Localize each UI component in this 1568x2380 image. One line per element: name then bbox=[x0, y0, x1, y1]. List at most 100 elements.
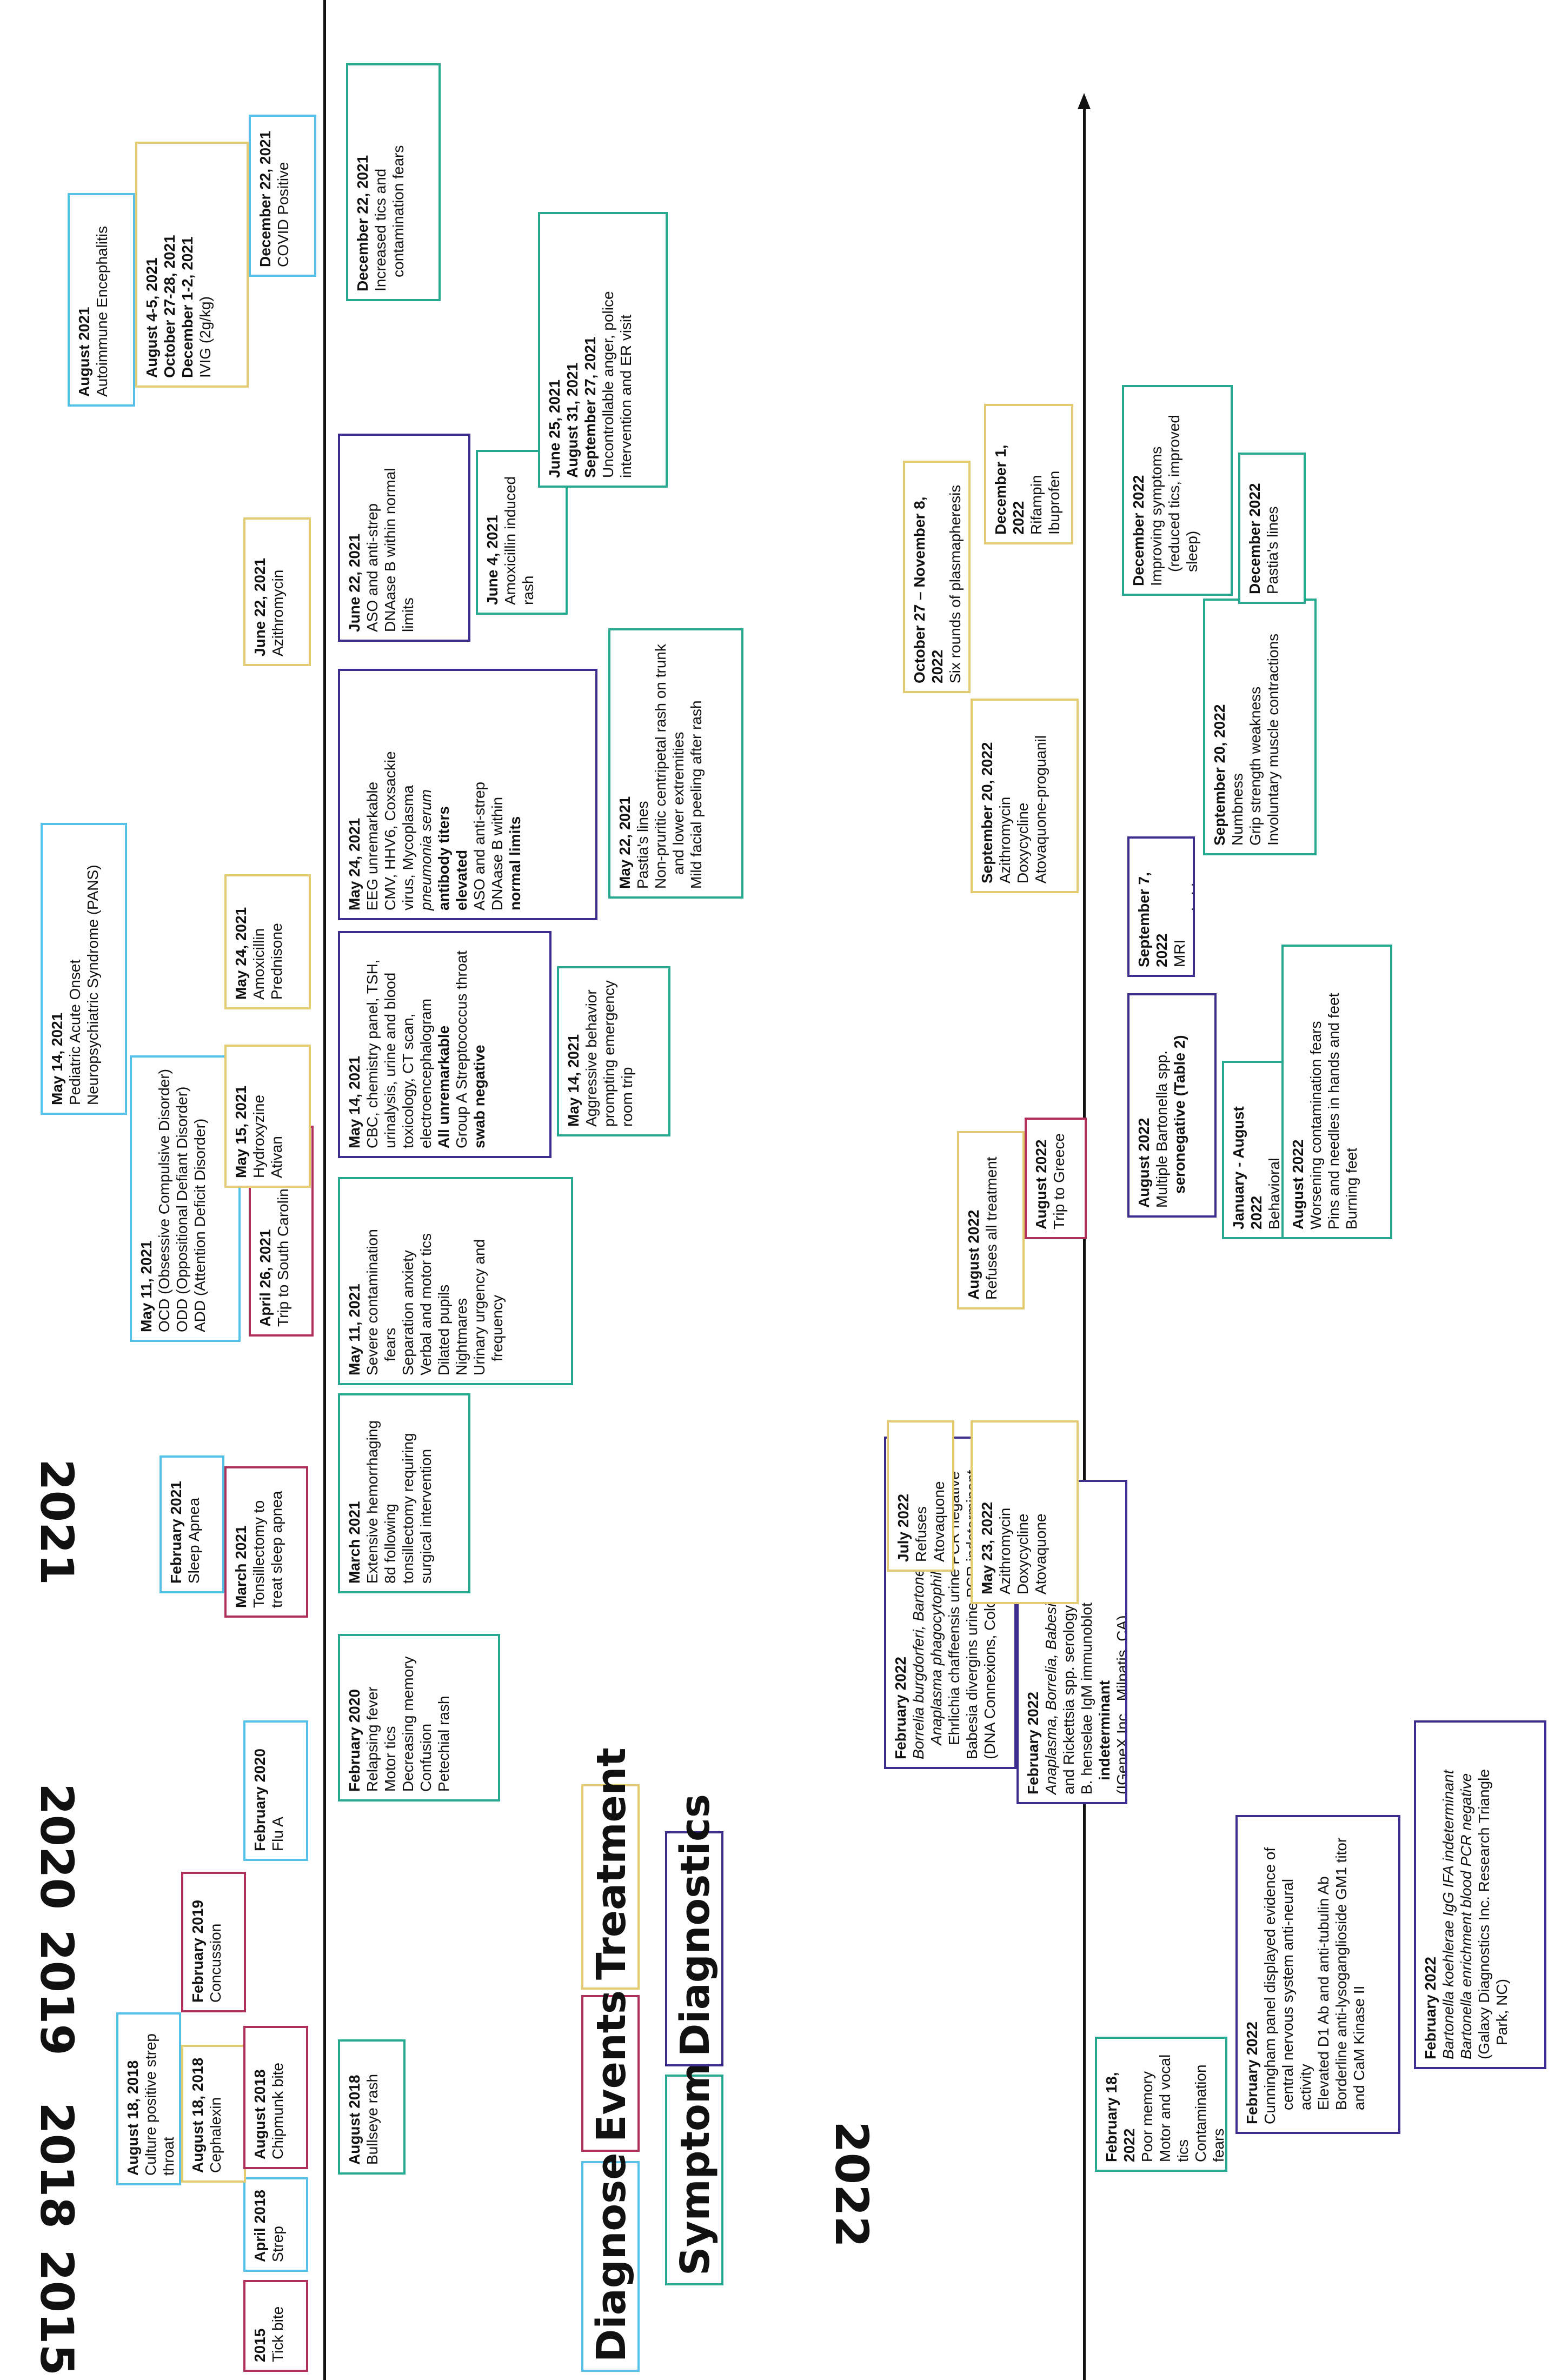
box-line: COVID Positive bbox=[275, 162, 291, 268]
box-date: May 24, 2021 bbox=[232, 907, 249, 1000]
box-line: Ativan bbox=[268, 1136, 285, 1178]
legend-diagnostics: Diagnostics bbox=[665, 1794, 723, 2066]
box-line: Autoimmune Encephalitis bbox=[94, 226, 110, 397]
box-date: February 2020 bbox=[346, 1689, 363, 1792]
box-line: Azithromycin bbox=[996, 1507, 1013, 1594]
box-line: toxicology, CT scan, bbox=[400, 1013, 416, 1148]
box-line: 8d following bbox=[382, 1504, 398, 1584]
symptoms-feb-2020: February 2020 Relapsing fever Motor tics… bbox=[338, 1634, 500, 1801]
box-line: surgical intervention bbox=[417, 1448, 434, 1584]
diagnosis-pans: May 14, 2021 Pediatric Acute Onset Neuro… bbox=[41, 823, 127, 1115]
box-line: Cunningham panel displayed evidence of bbox=[1261, 1847, 1278, 2124]
box-line: Severe contamination bbox=[364, 1229, 381, 1375]
box-line: Pediatric Acute Onset bbox=[67, 959, 83, 1105]
box-date: August 2021 bbox=[76, 307, 92, 397]
treatment-dec-1-2022: December 1, 2022 Rifampin Ibuprofen bbox=[984, 404, 1073, 544]
box-line: room trip bbox=[619, 1067, 635, 1127]
symptoms-mar-2021: March 2021 Extensive hemorrhaging 8d fol… bbox=[338, 1393, 470, 1593]
symptom-behavioral-improvement: January - August 2022 Behavioral improve… bbox=[1222, 1061, 1290, 1239]
box-date: October 27 – November 8, 2022 bbox=[911, 496, 946, 683]
box-date: March 2021 bbox=[346, 1501, 363, 1584]
box-line: Group A Streptococcus throat bbox=[453, 950, 470, 1148]
treatment-sep-20-2022: September 20, 2022 Azithromycin Doxycycl… bbox=[971, 699, 1079, 893]
box-line: swab negative bbox=[471, 1045, 488, 1148]
timeline-axis-2022 bbox=[1083, 103, 1086, 2380]
legend-diagnoses: Diagnoses bbox=[581, 2129, 640, 2372]
box-line: Six rounds of plasmapheresis bbox=[947, 484, 964, 683]
box-line: Strep bbox=[269, 2226, 286, 2262]
box-line: Urinary urgency and bbox=[471, 1239, 488, 1375]
symptom-bullseye-rash: August 2018 Bullseye rash bbox=[338, 2039, 406, 2175]
box-date: February 2020 bbox=[251, 1749, 268, 1851]
box-line: Contamination fears bbox=[1192, 2064, 1227, 2162]
box-date: August 2018 bbox=[251, 2069, 268, 2160]
year-label-2018: 2018 bbox=[30, 2102, 83, 2229]
box-line: normal limits bbox=[507, 816, 523, 910]
box-line: Bartonella enrichment blood PCR negative bbox=[1458, 1773, 1474, 2059]
box-line: Trip to Greece bbox=[1051, 1133, 1067, 1229]
treatment-jul-2022: July 2022 Refuses Atovaquone bbox=[887, 1420, 954, 1572]
box-line: ADD (Attention Deficit Disorder) bbox=[191, 1118, 208, 1332]
box-line: (reduced tics, improved bbox=[1166, 414, 1182, 572]
diagnosis-covid-positive: December 22, 2021 COVID Positive bbox=[249, 115, 316, 277]
box-line: Numbness bbox=[1229, 773, 1246, 846]
box-date: October 27-28, 2021 bbox=[161, 235, 178, 378]
box-line: Atovaquone bbox=[1032, 1513, 1049, 1594]
year-label-2021: 2021 bbox=[30, 1459, 83, 1585]
box-line: Separation anxiety bbox=[400, 1250, 416, 1375]
box-line: Bartonella koehlerae IgG IFA indetermina… bbox=[1440, 1770, 1457, 2059]
box-line: prompting emergency bbox=[601, 980, 617, 1127]
box-line: Elevated D1 Ab and anti-tubulin Ab bbox=[1315, 1876, 1332, 2110]
box-date: September 27, 2021 bbox=[582, 336, 599, 478]
box-date: December 22, 2021 bbox=[354, 155, 371, 291]
box-line: Worsening contamination fears bbox=[1307, 1021, 1324, 1229]
box-line: Tick bite bbox=[269, 2306, 286, 2362]
box-line: Burning feet bbox=[1343, 1148, 1360, 1229]
box-line: Azithromycin bbox=[996, 796, 1013, 883]
box-line: Petechial rash bbox=[435, 1696, 452, 1792]
box-line: ASO and anti-strep bbox=[471, 781, 488, 910]
box-line: Azithromycin bbox=[269, 569, 286, 656]
diagnostics-aug-2022: August 2022 Multiple Bartonella spp. ser… bbox=[1127, 993, 1217, 1218]
box-date: June 25, 2021 bbox=[546, 379, 563, 478]
box-line: and CaM Kinase II bbox=[1351, 1985, 1367, 2110]
box-date: December 2022 bbox=[1130, 475, 1147, 586]
box-line: Pastia's lines bbox=[1264, 506, 1281, 594]
box-date: December 2022 bbox=[1246, 483, 1263, 594]
box-date: February 2022 bbox=[1422, 1957, 1439, 2059]
box-line: contamination fears bbox=[390, 145, 407, 277]
box-date: December 22, 2021 bbox=[257, 130, 274, 267]
box-line: tonsillectomy requiring bbox=[400, 1433, 416, 1584]
box-line: Verbal and motor tics bbox=[417, 1233, 434, 1375]
box-date: August 4-5, 2021 bbox=[143, 257, 160, 378]
box-date: August 31, 2021 bbox=[564, 362, 581, 478]
box-line: electroencephalogram bbox=[417, 998, 434, 1148]
box-line: Chipmunk bite bbox=[269, 2063, 286, 2159]
box-date: June 4, 2021 bbox=[484, 515, 501, 605]
treatment-cephalexin: August 18, 2018 Cephalexin bbox=[181, 2045, 246, 2183]
symptoms-jun-25-2021: June 25, 2021 August 31, 2021 September … bbox=[538, 212, 668, 488]
box-line: Bullseye rash bbox=[364, 2073, 381, 2165]
box-line: MRI unremarkable bbox=[1171, 874, 1195, 967]
box-line: pneumonia serum bbox=[417, 789, 434, 910]
box-date: January - August 2022 bbox=[1230, 1106, 1265, 1229]
box-line: Doxycycline bbox=[1014, 802, 1031, 883]
box-line: Uncontrollable anger, police bbox=[600, 291, 616, 478]
box-line: Pastia's lines bbox=[634, 801, 651, 889]
event-trip-to-greece: August 2022 Trip to Greece bbox=[1025, 1118, 1087, 1239]
box-date: May 14, 2021 bbox=[49, 1012, 65, 1105]
box-line: Park, NC) bbox=[1493, 1979, 1510, 2045]
legend-events: Events bbox=[581, 1990, 640, 2152]
box-date: May 22, 2021 bbox=[616, 796, 633, 889]
box-date: June 22, 2021 bbox=[251, 557, 268, 656]
box-date: April 2018 bbox=[251, 2190, 268, 2262]
box-line: Refuses all treatment bbox=[983, 1156, 1000, 1300]
box-line: DNAase B within bbox=[489, 796, 506, 910]
box-line: Dilated pupils bbox=[435, 1284, 452, 1375]
box-line: OCD (Obsessive Compulsive Disorder) bbox=[156, 1068, 172, 1332]
box-line: Pins and needles in hands and feet bbox=[1325, 993, 1342, 1229]
box-line: ASO and anti-strep bbox=[364, 503, 381, 632]
box-line: Increased tics and bbox=[372, 168, 389, 291]
box-line: Multiple Bartonella spp. bbox=[1153, 1050, 1170, 1208]
symptoms-dec-2022-pastia: December 2022 Pastia's lines bbox=[1238, 453, 1306, 604]
